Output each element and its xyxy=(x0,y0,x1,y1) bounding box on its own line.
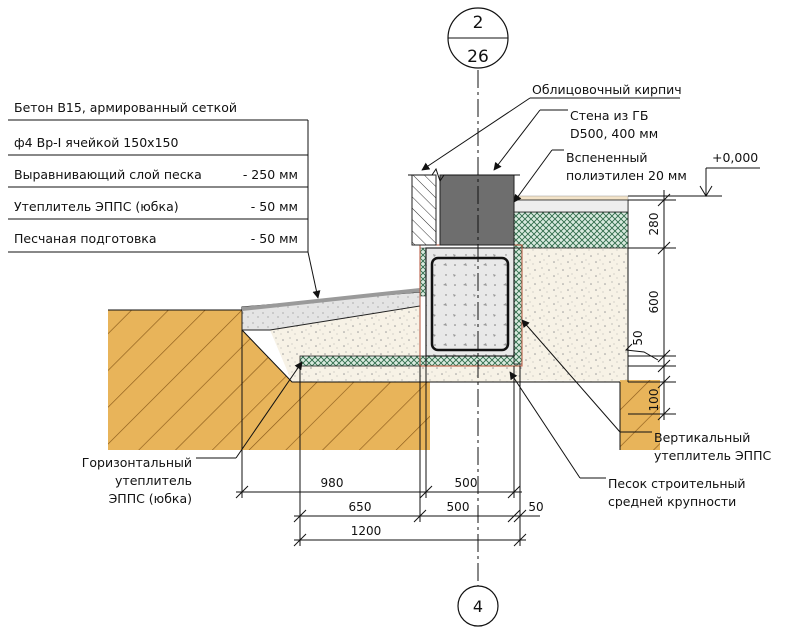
legend-line-3: Выравнивающий слой песка xyxy=(14,167,202,182)
legend-line-1: Бетон В15, армированный сеткой xyxy=(14,100,237,115)
eps-vertical xyxy=(513,247,523,365)
label-sand-line1: Песок строительный xyxy=(608,476,746,491)
label-vertical-line1: Вертикальный xyxy=(654,430,750,445)
ground-soil xyxy=(108,310,660,450)
facing-brick xyxy=(411,174,437,246)
callout-vertical-eps: Вертикальный утеплитель ЭППС xyxy=(521,319,771,463)
axis-marker xyxy=(457,585,499,627)
axis-marker-label: 4 xyxy=(473,597,483,616)
label-foam-line2: полиэтилен 20 мм xyxy=(566,168,687,183)
eps-floor xyxy=(513,211,629,249)
dim-h2: 500 xyxy=(455,476,478,490)
dim-v1: 280 xyxy=(647,213,661,236)
legend-value-5: - 50 мм xyxy=(251,231,298,246)
dim-h1: 980 xyxy=(321,476,344,490)
dim-v3: 50 xyxy=(631,330,645,345)
callout-facing-brick: Облицовочный кирпич xyxy=(421,82,682,171)
horizontal-dimensions: 980 500 650 500 50 1200 xyxy=(235,330,544,547)
dim-h3: 650 xyxy=(349,500,372,514)
dim-h4: 500 xyxy=(447,500,470,514)
label-vertical-line2: утеплитель ЭППС xyxy=(654,448,771,463)
dim-h5: 50 xyxy=(528,500,543,514)
foundation-beam xyxy=(425,247,515,357)
sand-wedge xyxy=(270,300,420,382)
dim-h6: 1200 xyxy=(351,524,382,538)
eps-skirt xyxy=(299,355,521,367)
floor-screed xyxy=(513,199,629,213)
legend-line-2: ф4 Вр-I ячейкой 150х150 xyxy=(14,135,178,150)
label-wall-line2: D500, 400 мм xyxy=(570,126,658,141)
callout-horizontal-eps: Горизонтальный утеплитель ЭППС (юбка) xyxy=(82,361,303,506)
label-horizontal-line2: утеплитель xyxy=(115,473,192,488)
blind-area-top xyxy=(242,288,420,311)
label-facing-brick: Облицовочный кирпич xyxy=(532,82,682,97)
gas-block-wall xyxy=(439,174,515,246)
callout-wall: Стена из ГБ D500, 400 мм xyxy=(493,108,658,171)
vertical-dimensions: 280 600 50 100 xyxy=(624,190,676,421)
label-sand-line2: средней крупности xyxy=(608,494,736,509)
elevation-label: +0,000 xyxy=(712,150,758,165)
dim-v4: 100 xyxy=(647,389,661,412)
legend-line-4: Утеплитель ЭППС (юбка) xyxy=(14,199,179,214)
eps-vertical-left xyxy=(419,247,427,297)
label-wall-line1: Стена из ГБ xyxy=(570,108,648,123)
elevation-mark: +0,000 xyxy=(628,150,760,197)
callout-sand: Песок строительный средней крупности xyxy=(509,371,746,509)
legend-line-5: Песчаная подготовка xyxy=(14,231,157,246)
section-marker-bottom: 26 xyxy=(467,47,489,67)
dim-v2: 600 xyxy=(647,291,661,314)
section-marker-top: 2 xyxy=(473,13,484,33)
legend-value-4: - 50 мм xyxy=(251,199,298,214)
label-horizontal-line3: ЭППС (юбка) xyxy=(109,491,192,506)
sand-layer-top xyxy=(513,195,629,201)
label-horizontal-line1: Горизонтальный xyxy=(82,455,192,470)
callout-foam: Вспененный полиэтилен 20 мм xyxy=(513,149,687,203)
legend-value-3: - 250 мм xyxy=(243,167,298,182)
layers-legend: Бетон В15, армированный сеткой ф4 Вр-I я… xyxy=(8,100,321,299)
sand-under-eps xyxy=(292,366,520,382)
sand-right-fill xyxy=(520,245,628,380)
label-foam-line1: Вспененный xyxy=(566,150,648,165)
rebar-cage xyxy=(430,256,510,352)
